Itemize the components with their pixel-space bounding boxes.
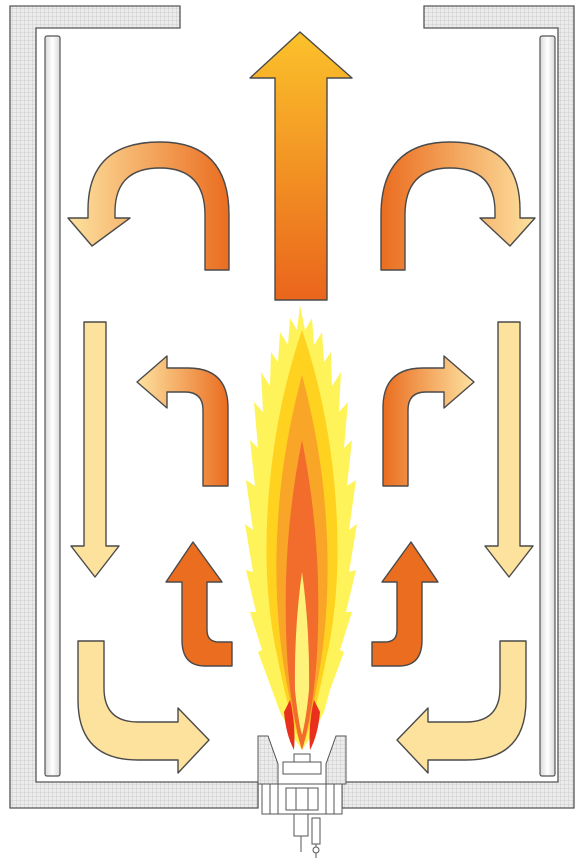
recirculation-arrow-bottom-right	[372, 542, 438, 666]
burner-cap	[294, 754, 310, 762]
recirculation-arrow-mid-left	[137, 356, 228, 486]
burner-head	[283, 762, 321, 774]
burner-quarl-right	[326, 736, 346, 784]
recirculation-arrow-mid-right	[383, 356, 474, 486]
burner-stem	[294, 814, 308, 836]
heating-tube-right	[540, 36, 555, 776]
recirculation-arrow-top-right	[381, 142, 535, 270]
flue-outlet-arrow	[250, 32, 352, 300]
inflow-arrow-bottom-right	[397, 641, 526, 773]
downflow-arrow-right	[485, 322, 533, 577]
recirculation-arrow-top-left	[68, 142, 229, 270]
burner-quarl-left	[258, 736, 278, 784]
burner-valve	[312, 818, 320, 844]
burner	[258, 736, 346, 858]
downflow-arrow-left	[71, 322, 119, 577]
furnace-wall-right	[342, 6, 574, 808]
heating-tube-left	[45, 36, 60, 776]
flame	[245, 305, 357, 750]
recirculation-arrow-bottom-left	[166, 542, 232, 666]
